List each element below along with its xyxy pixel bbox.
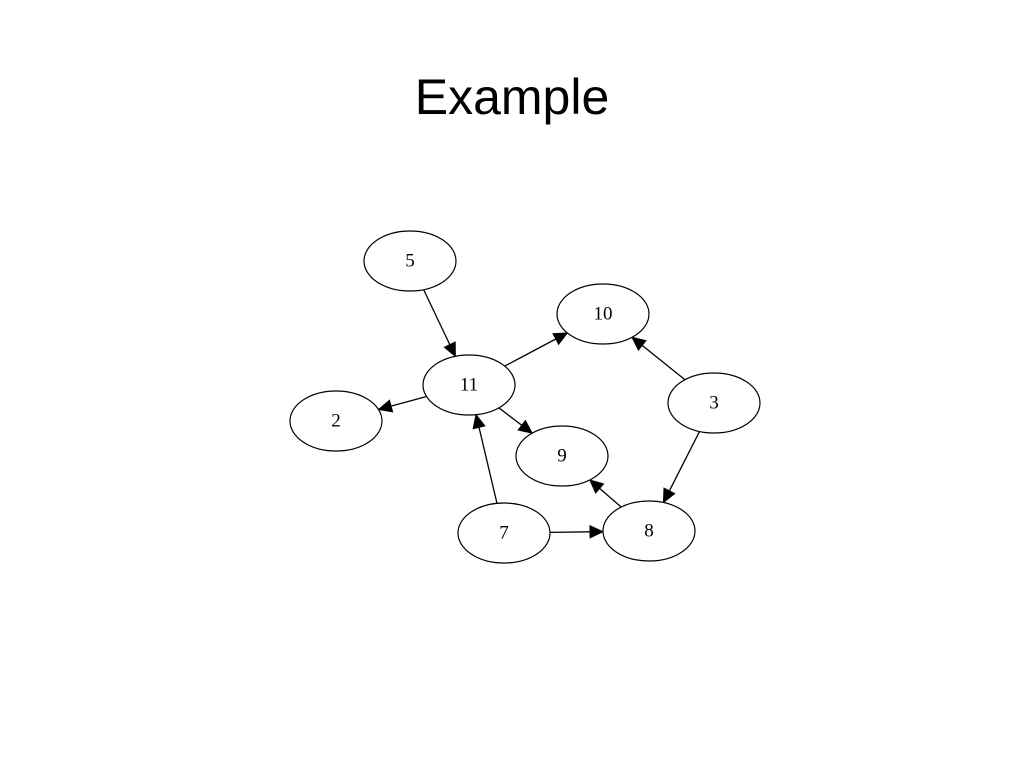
edge-11-to-10 [504, 332, 569, 367]
node-label: 11 [460, 375, 478, 396]
node-ellipse [556, 283, 650, 345]
edge-7-to-11 [472, 413, 498, 504]
edges-layer [377, 289, 701, 539]
edge-line [390, 395, 427, 407]
arrowhead-icon [443, 341, 456, 358]
node-ellipse [515, 425, 609, 487]
node-ellipse [363, 230, 457, 292]
node-label: 10 [594, 304, 613, 325]
edge-line [668, 431, 701, 492]
edge-11-to-2 [377, 395, 427, 413]
node-8: 8 [602, 500, 696, 562]
edge-line [504, 338, 557, 367]
edge-11-to-9 [498, 407, 534, 434]
node-ellipse [457, 502, 551, 564]
node-3: 3 [667, 372, 761, 434]
edge-3-to-8 [662, 431, 701, 504]
node-label: 9 [557, 446, 567, 467]
arrowhead-icon [377, 399, 394, 413]
node-ellipse [289, 390, 383, 452]
edge-7-to-8 [549, 525, 605, 539]
edge-line [641, 344, 686, 381]
slide-title: Example [414, 69, 610, 125]
edge-3-to-10 [631, 336, 686, 381]
node-9: 9 [515, 425, 609, 487]
arrowhead-icon [589, 525, 605, 539]
arrowhead-icon [552, 332, 569, 346]
node-ellipse [667, 372, 761, 434]
arrowhead-icon [631, 336, 647, 352]
edge-5-to-11 [423, 289, 456, 358]
node-label: 8 [644, 521, 654, 542]
arrowhead-icon [588, 479, 605, 494]
node-ellipse [602, 500, 696, 562]
node-7: 7 [457, 502, 551, 564]
node-ellipse [422, 354, 516, 416]
edge-line [498, 407, 523, 426]
edge-line [478, 427, 498, 504]
arrowhead-icon [517, 419, 534, 434]
node-2: 2 [289, 390, 383, 452]
node-label: 2 [331, 411, 341, 432]
arrowhead-icon [662, 487, 676, 504]
edge-8-to-9 [588, 479, 622, 508]
arrowhead-icon [472, 413, 486, 430]
node-10: 10 [556, 283, 650, 345]
node-label: 3 [709, 393, 719, 414]
edge-line [423, 289, 451, 345]
nodes-layer: 5 10 11 3 2 9 7 8 [289, 230, 761, 564]
node-label: 5 [405, 251, 415, 272]
edge-line [599, 487, 622, 508]
node-11: 11 [422, 354, 516, 416]
edge-line [549, 531, 591, 534]
node-label: 7 [499, 523, 509, 544]
node-5: 5 [363, 230, 457, 292]
